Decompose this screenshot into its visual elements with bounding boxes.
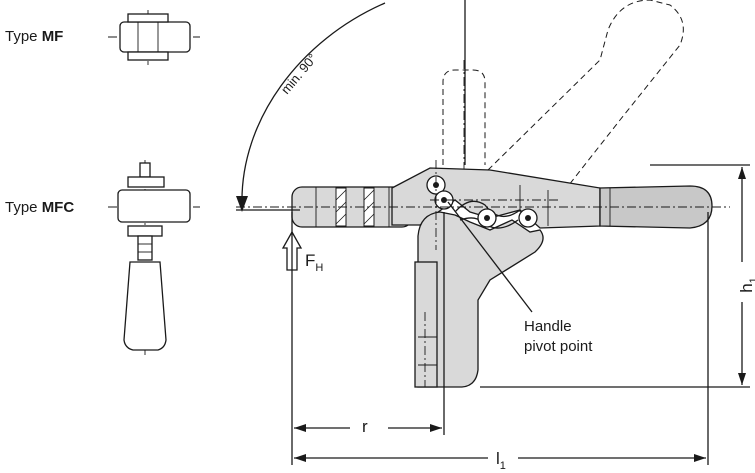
- handle-open-angled: [487, 0, 684, 191]
- dimension-l1: [294, 212, 709, 465]
- type-mf-label: Type MF: [5, 28, 64, 45]
- angle-arc: [236, 2, 386, 212]
- pivot-label-line1: Handle: [524, 318, 572, 335]
- dim-h1-main: h: [737, 283, 755, 292]
- dimension-r: [291, 212, 445, 465]
- force-label: FH: [305, 251, 324, 275]
- pivot-label-line2: pivot point: [524, 338, 593, 355]
- dim-h1-sub: 1: [748, 277, 755, 283]
- angle-label: min. 90°: [278, 51, 320, 97]
- type-mf-view: [108, 10, 200, 65]
- dim-r-label: r: [362, 417, 368, 436]
- type-mfc-label: Type MFC: [5, 199, 75, 216]
- type-mfc-view: [108, 160, 200, 355]
- clamp-base: [414, 211, 544, 388]
- dim-l1-label: l1: [496, 449, 506, 473]
- handle-open-vertical: [442, 60, 486, 170]
- dimension-h1: [738, 167, 746, 385]
- pivot-leader-line: [447, 201, 533, 313]
- dim-h1-label: h1: [737, 277, 755, 293]
- svg-text:h1: h1: [737, 277, 755, 293]
- linkage: [430, 160, 560, 250]
